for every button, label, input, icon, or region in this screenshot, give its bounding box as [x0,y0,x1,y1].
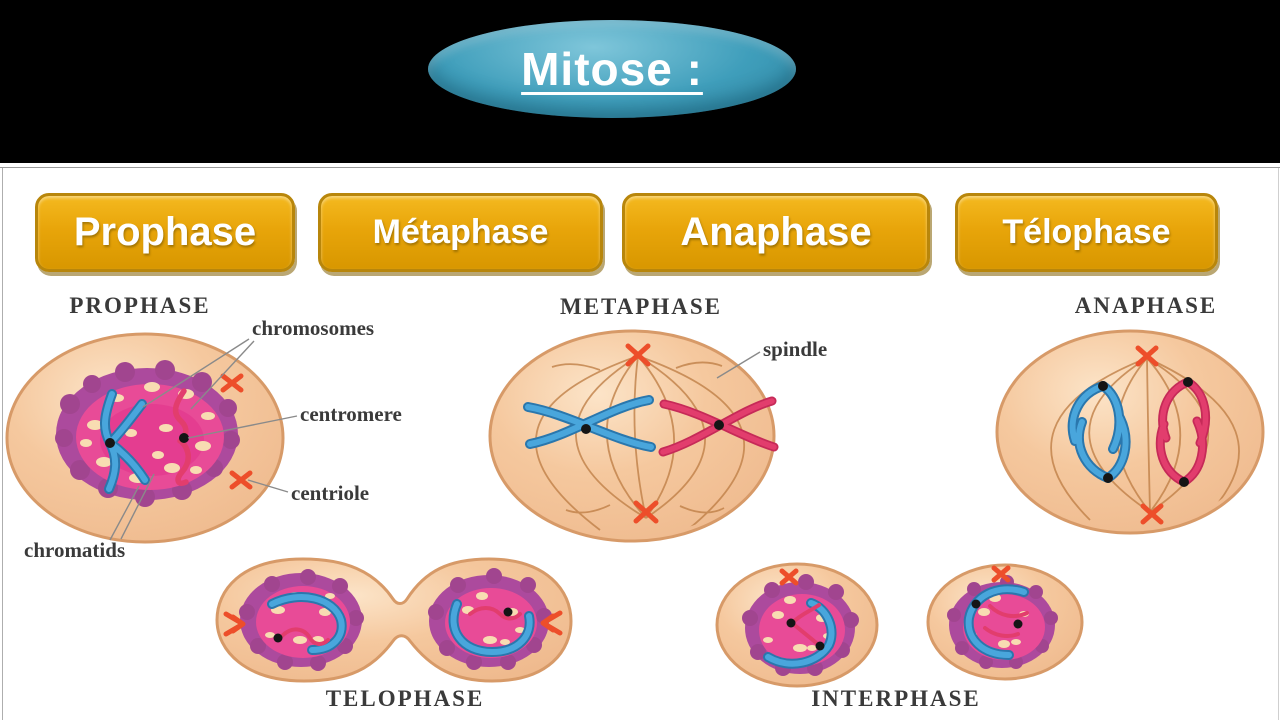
nucleus-spots [80,382,215,483]
phase-title-anaphase: ANAPHASE [1075,293,1218,318]
anaphase-cell [995,329,1265,535]
red-chromosome [658,396,779,457]
phase-button-telophase[interactable]: Télophase [955,193,1218,272]
label-chromosomes: chromosomes [252,316,374,340]
annotation-lines [109,338,761,541]
telophase-left-nucleus [239,569,364,671]
phase-button-anaphase[interactable]: Anaphase [622,193,930,272]
left-edge-line [2,168,3,720]
prophase-cell [5,332,285,544]
centriole-icon [625,343,659,524]
interphase-cells [715,562,1084,688]
centromere-dot [105,438,115,448]
phase-title-prophase: PROPHASE [69,293,210,318]
right-edge-line [1278,168,1279,720]
red-chromatids [1155,377,1211,487]
phase-button-prophase[interactable]: Prophase [35,193,295,272]
label-centromere: centromere [300,402,402,426]
label-chromatids: chromatids [24,538,125,562]
nucleus-rim-bumps [55,360,240,507]
separator-line [0,167,1280,168]
telophase-right-nucleus [428,568,552,670]
spindle-fibers [1050,357,1240,521]
phase-button-metaphase[interactable]: Métaphase [318,193,603,272]
phase-title-metaphase: METAPHASE [560,294,722,319]
phase-title-telophase: TELOPHASE [326,686,485,711]
centriole-icon [220,373,253,490]
spindle-fibers [535,355,745,531]
blue-chromosome [100,389,150,494]
centriole-icon [991,565,1011,583]
title-bar: Mitose : [0,0,1280,163]
blue-chromatids [1067,381,1131,483]
interphase-cell-right [926,563,1084,681]
metaphase-cell [488,329,779,543]
centriole-icon [779,568,799,586]
centriole-icon [223,610,563,637]
telophase-cell [215,557,573,683]
label-spindle: spindle [763,337,827,361]
title-oval: Mitose : [428,20,796,118]
centriole-icon [1135,345,1164,525]
prophase-nucleus [55,360,240,507]
red-chromosome [172,388,191,486]
label-centriole: centriole [291,481,369,505]
interphase-cell-left [715,562,879,688]
phase-title-interphase: INTERPHASE [811,686,981,711]
page-title: Mitose : [521,43,703,95]
blue-chromosome [523,395,656,452]
